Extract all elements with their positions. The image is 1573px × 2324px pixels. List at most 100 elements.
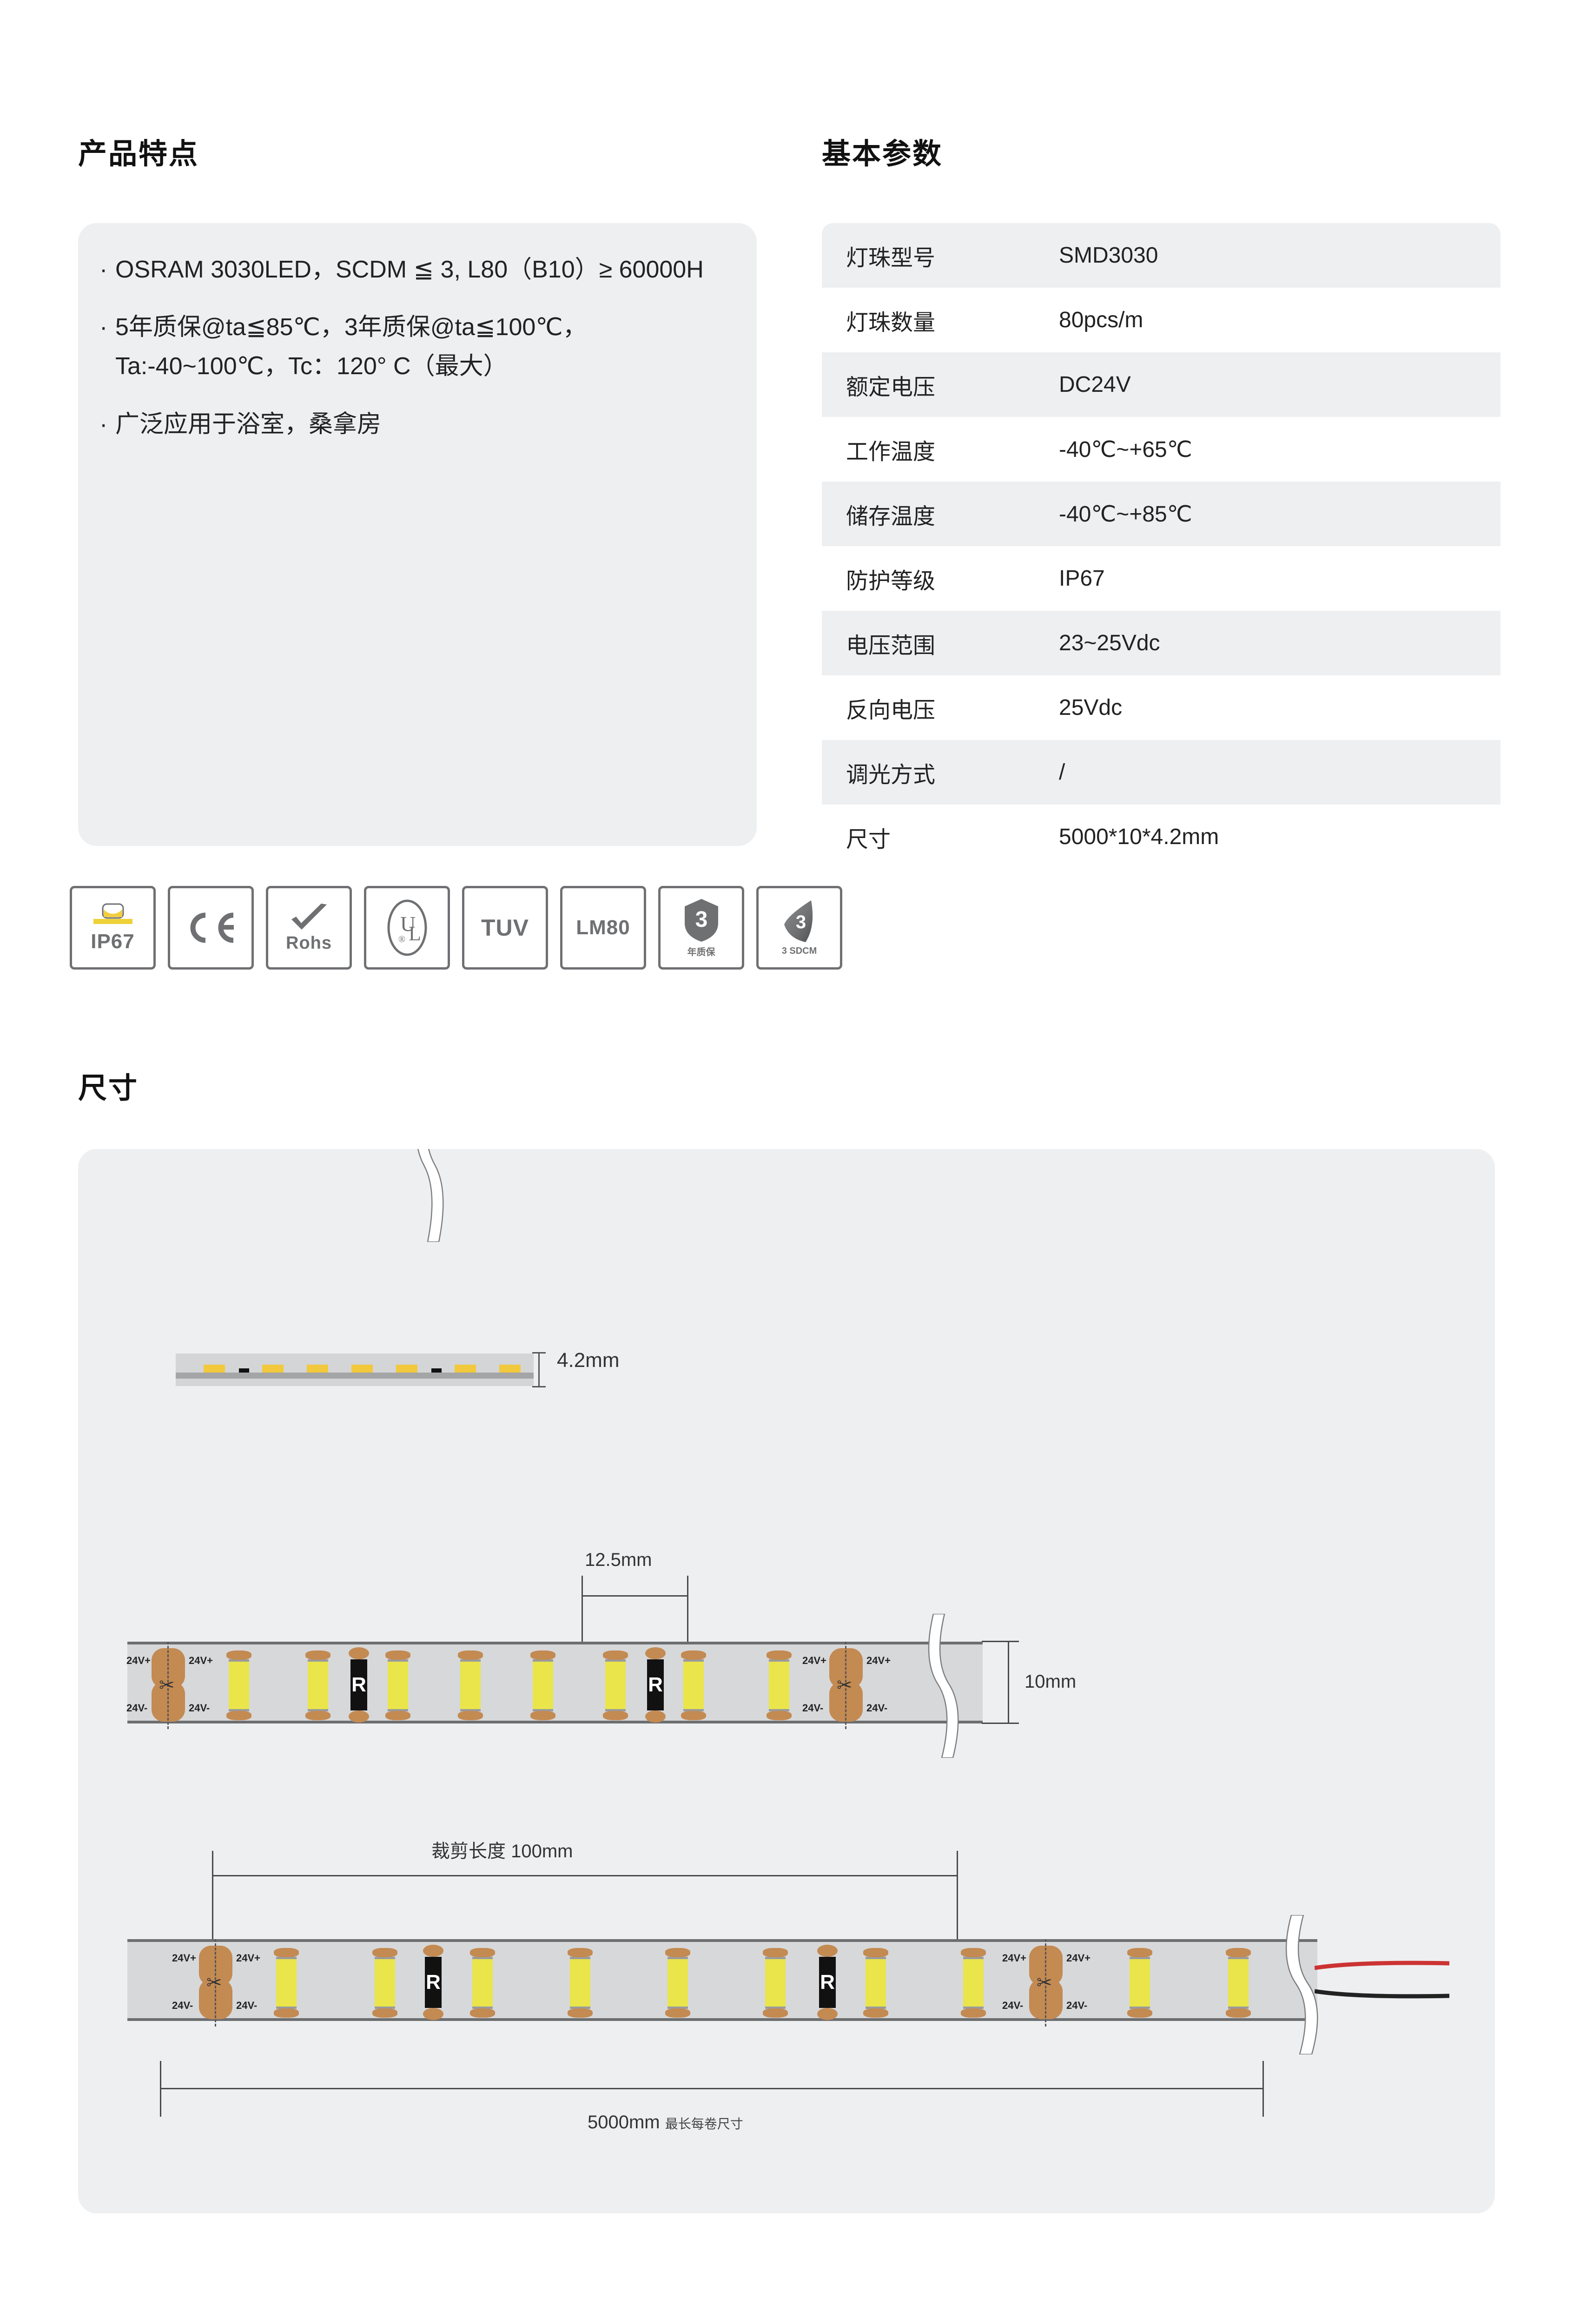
param-value: -40℃~+85℃	[1059, 502, 1192, 527]
param-key: 防护等级	[846, 568, 936, 594]
pad-label-24v-minus: 24V-	[802, 1702, 824, 1714]
table-row: 灯珠数量 80pcs/m	[822, 288, 1500, 352]
bullet-icon: ·	[99, 314, 108, 341]
led-chip	[204, 1365, 225, 1373]
cut-line	[845, 1642, 846, 1729]
ip67-label: IP67	[91, 930, 135, 953]
pad-label-24v-plus: 24V+	[866, 1655, 891, 1666]
bullet-icon: ·	[99, 256, 108, 283]
feature-text: 广泛应用于浴室，桑拿房	[115, 410, 382, 438]
svg-text:U: U	[400, 912, 416, 936]
ul-badge: U L ®	[364, 886, 450, 970]
param-key: 工作温度	[846, 439, 936, 464]
led-chip	[226, 1651, 251, 1720]
scissors-icon: ✂	[837, 1675, 853, 1696]
waterproof-led-icon	[93, 903, 132, 924]
break-symbol-icon	[1285, 1915, 1318, 2054]
pad-label-24v-plus: 24V+	[236, 1952, 260, 1964]
table-row: 储存温度 -40℃~+85℃	[822, 482, 1500, 546]
svg-text:®: ®	[398, 934, 405, 944]
scissors-icon: ✂	[159, 1675, 175, 1696]
led-chip	[351, 1365, 373, 1373]
break-symbol-icon	[417, 1149, 444, 1242]
led-chip	[961, 1948, 986, 2018]
features-card: · OSRAM 3030LED，SCDM ≦ 3, L80（B10）≥ 6000…	[78, 223, 757, 846]
param-key: 尺寸	[846, 827, 891, 852]
led-chip	[530, 1651, 555, 1720]
table-row: 工作温度 -40℃~+65℃	[822, 417, 1500, 482]
cut-line	[167, 1642, 169, 1729]
scissors-icon: ✂	[206, 1973, 222, 1993]
width-label: 10mm	[1024, 1671, 1077, 1692]
pitch-ext-line	[582, 1576, 583, 1645]
reel-length-note: 最长每卷尺寸	[665, 2117, 743, 2131]
pad-label-24v-minus: 24V-	[1066, 2000, 1088, 2011]
pitch-label: 12.5mm	[585, 1550, 652, 1570]
sdcm-label: 3 SDCM	[781, 945, 817, 956]
scissors-icon: ✂	[1037, 1973, 1052, 1993]
dimensions-section: 尺寸 4.2mm 12.5mm	[78, 1064, 1495, 2213]
svg-text:3: 3	[695, 907, 707, 932]
pad-label-24v-plus: 24V+	[126, 1655, 151, 1666]
table-row: 电压范围 23~25Vdc	[822, 611, 1500, 675]
features-section: 产品特点 · OSRAM 3030LED，SCDM ≦ 3, L80（B10）≥…	[78, 130, 757, 846]
table-row: 调光方式 /	[822, 740, 1500, 805]
led-chip	[568, 1948, 593, 2018]
cut-dimension-line	[212, 1875, 958, 1876]
pitch-dimension-line	[582, 1595, 688, 1597]
param-value: /	[1059, 760, 1065, 785]
pad-label-24v-plus: 24V+	[189, 1655, 213, 1666]
param-key: 电压范围	[846, 633, 936, 658]
cut-length-label: 裁剪长度 100mm	[431, 1841, 573, 1862]
tuv-badge: TUV	[462, 886, 548, 970]
resistor-R: R	[423, 1945, 443, 2020]
param-value: IP67	[1059, 566, 1105, 591]
feature-item: · 广泛应用于浴室，桑拿房	[99, 405, 733, 444]
table-row: 防护等级 IP67	[822, 546, 1500, 611]
feature-item: · OSRAM 3030LED，SCDM ≦ 3, L80（B10）≥ 6000…	[99, 250, 733, 289]
led-chip	[274, 1948, 299, 2018]
side-profile-diagram	[176, 1353, 534, 1386]
feature-text: OSRAM 3030LED，SCDM ≦ 3, L80（B10）≥ 60000H	[115, 256, 704, 283]
dimensions-title: 尺寸	[78, 1072, 139, 1104]
pad-label-24v-minus: 24V-	[236, 2000, 258, 2011]
checkmark-icon	[291, 903, 327, 930]
param-value: 25Vdc	[1059, 695, 1123, 720]
led-chip	[863, 1948, 888, 2018]
led-chip	[763, 1948, 788, 2018]
dimensions-card: 4.2mm 12.5mm 24V+ 24V+ 24V- 24V- ✂ R	[78, 1149, 1495, 2213]
cut-ext-line	[957, 1851, 958, 1939]
warranty-years-label: 年质保	[687, 947, 715, 957]
resistor	[431, 1368, 442, 1373]
lm80-label: LM80	[576, 916, 630, 939]
ip67-badge: IP67	[70, 886, 156, 970]
width-ext-line	[982, 1641, 1019, 1642]
cut-line	[215, 1939, 216, 2027]
led-chip	[262, 1365, 284, 1373]
reel-dimension-line	[160, 2088, 1263, 2089]
led-chip	[372, 1948, 397, 2018]
led-strip-top-view: 24V+ 24V+ 24V- 24V- ✂ R R 24V+ 24V+	[126, 1642, 983, 1729]
pad-label-24v-minus: 24V-	[126, 1702, 148, 1714]
svg-text:L: L	[409, 922, 421, 945]
led-chip	[1127, 1948, 1152, 2018]
led-chip	[603, 1651, 628, 1720]
param-value: -40℃~+65℃	[1059, 437, 1192, 462]
pad-label-24v-plus: 24V+	[172, 1952, 196, 1964]
led-chip	[470, 1948, 495, 2018]
rohs-badge: Rohs	[266, 886, 352, 970]
feature-item: · 5年质保@ta≦85℃，3年质保@ta≦100℃，Ta:-40~100℃，T…	[99, 308, 733, 386]
led-chip	[455, 1365, 476, 1373]
features-title: 产品特点	[78, 138, 199, 170]
cut-line	[1045, 1939, 1046, 2027]
shield-icon: 3	[684, 898, 718, 942]
table-row: 反向电压 25Vdc	[822, 675, 1500, 740]
sdcm-icon: 3	[784, 900, 813, 942]
resistor-R: R	[645, 1647, 666, 1723]
param-key: 调光方式	[846, 762, 936, 787]
width-ext-line	[982, 1723, 1019, 1724]
parameters-table: 灯珠型号 SMD3030 灯珠数量 80pcs/m 额定电压 DC24V 工作温…	[822, 223, 1500, 869]
resistor-R: R	[349, 1647, 369, 1723]
pad-label-24v-plus: 24V+	[1066, 1952, 1091, 1964]
bullet-icon: ·	[99, 410, 108, 438]
